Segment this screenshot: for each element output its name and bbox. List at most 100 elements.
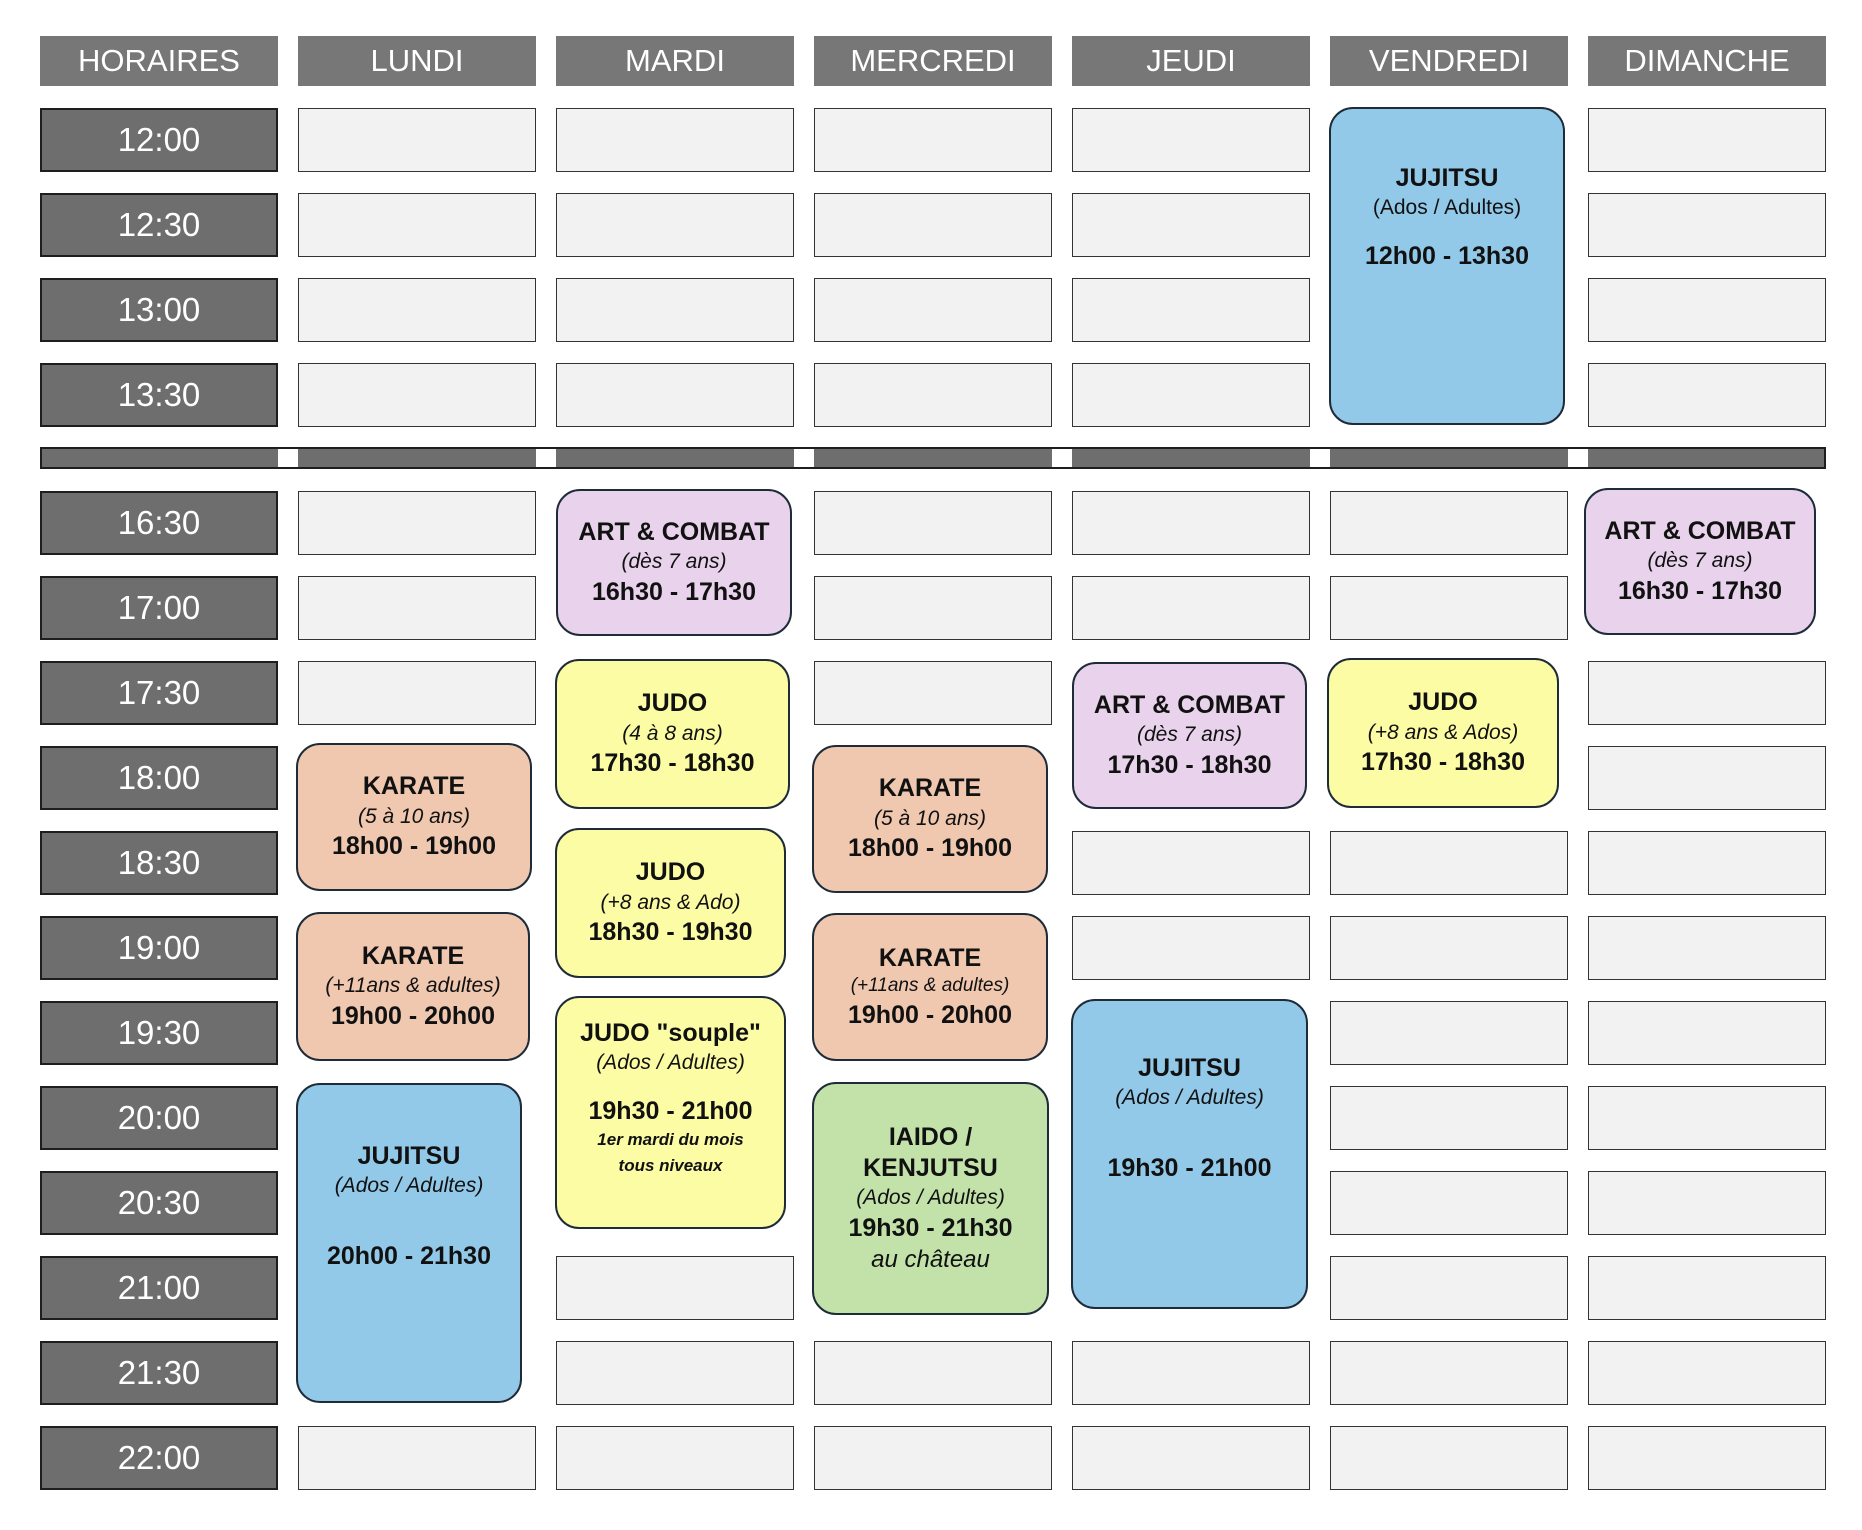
empty-slot — [1072, 108, 1310, 172]
empty-slot — [814, 491, 1052, 555]
empty-slot — [298, 193, 536, 257]
class-block-thu-jujitsu[interactable]: JUJITSU (Ados / Adultes) 19h30 - 21h00 — [1071, 999, 1308, 1309]
empty-slot — [1588, 278, 1826, 342]
empty-slot — [1588, 108, 1826, 172]
class-block-wed-iaido-kenjutsu[interactable]: IAIDO / KENJUTSU (Ados / Adultes) 19h30 … — [812, 1082, 1049, 1315]
class-hours: 19h30 - 21h30 — [848, 1213, 1013, 1242]
class-hours: 17h30 - 18h30 — [1107, 750, 1272, 779]
break-separator — [40, 447, 1826, 469]
empty-slot — [1072, 491, 1310, 555]
class-audience: (+11ans & adultes) — [325, 974, 501, 998]
empty-slot — [1330, 1001, 1568, 1065]
class-block-tue-art-combat[interactable]: ART & COMBAT (dès 7 ans) 16h30 - 17h30 — [556, 489, 792, 636]
class-title: KENJUTSU — [863, 1154, 998, 1182]
separator-gap — [794, 449, 814, 467]
empty-slot — [556, 363, 794, 427]
empty-slot — [1330, 1426, 1568, 1490]
class-title: JUJITSU — [357, 1142, 461, 1170]
class-audience: (4 à 8 ans) — [622, 721, 723, 745]
class-block-mon-karate-kids[interactable]: KARATE (5 à 10 ans) 18h00 - 19h00 — [296, 743, 532, 891]
class-audience: (+8 ans & Ado) — [600, 890, 741, 914]
time-1330: 13:30 — [40, 363, 278, 427]
class-title: ART & COMBAT — [578, 517, 770, 546]
empty-slot — [298, 576, 536, 640]
empty-slot — [814, 576, 1052, 640]
header-jeudi: JEUDI — [1072, 36, 1310, 86]
class-title: JUJITSU — [1138, 1054, 1241, 1082]
empty-slot — [556, 108, 794, 172]
class-block-mon-jujitsu[interactable]: JUJITSU (Ados / Adultes) 20h00 - 21h30 — [296, 1083, 522, 1403]
header-dimanche: DIMANCHE — [1588, 36, 1826, 86]
empty-slot — [1588, 193, 1826, 257]
empty-slot — [814, 108, 1052, 172]
empty-slot — [1330, 1256, 1568, 1320]
separator-gap — [278, 449, 298, 467]
empty-slot — [1588, 916, 1826, 980]
empty-slot — [814, 278, 1052, 342]
class-block-fri-jujitsu[interactable]: JUJITSU (Ados / Adultes) 12h00 - 13h30 — [1329, 107, 1565, 425]
empty-slot — [298, 108, 536, 172]
time-2000: 20:00 — [40, 1086, 278, 1150]
class-block-tue-judo-teens[interactable]: JUDO (+8 ans & Ado) 18h30 - 19h30 — [555, 828, 786, 978]
empty-slot — [1588, 831, 1826, 895]
separator-gap — [536, 449, 556, 467]
time-1900: 19:00 — [40, 916, 278, 980]
class-hours: 19h00 - 20h00 — [331, 1001, 495, 1030]
empty-slot — [298, 661, 536, 725]
class-title: JUDO — [1408, 688, 1478, 717]
empty-slot — [1588, 363, 1826, 427]
class-title: ART & COMBAT — [1093, 690, 1286, 719]
class-block-tue-judo-kids[interactable]: JUDO (4 à 8 ans) 17h30 - 18h30 — [555, 659, 790, 809]
time-1300: 13:00 — [40, 278, 278, 342]
class-block-tue-judo-souple[interactable]: JUDO "souple" (Ados / Adultes) 19h30 - 2… — [555, 996, 786, 1229]
class-audience: (Ados / Adultes) — [596, 1051, 745, 1075]
class-title: JUJITSU — [1395, 164, 1499, 192]
separator-gap — [1052, 449, 1072, 467]
empty-slot — [1072, 916, 1310, 980]
class-location: au château — [871, 1246, 990, 1274]
class-hours: 18h00 - 19h00 — [332, 832, 496, 861]
class-hours: 18h30 - 19h30 — [588, 918, 753, 947]
empty-slot — [556, 1426, 794, 1490]
class-title: KARATE — [878, 943, 982, 972]
empty-slot — [1588, 1086, 1826, 1150]
class-audience: (5 à 10 ans) — [357, 804, 471, 828]
class-audience: (dès 7 ans) — [621, 550, 727, 574]
time-1630: 16:30 — [40, 491, 278, 555]
empty-slot — [556, 1256, 794, 1320]
class-block-wed-karate-kids[interactable]: KARATE (5 à 10 ans) 18h00 - 19h00 — [812, 745, 1048, 893]
class-block-wed-karate-adults[interactable]: KARATE (+11ans & adultes) 19h00 - 20h00 — [812, 913, 1048, 1061]
separator-gap — [1568, 449, 1588, 467]
class-block-sun-art-combat[interactable]: ART & COMBAT (dès 7 ans) 16h30 - 17h30 — [1584, 488, 1816, 635]
time-2130: 21:30 — [40, 1341, 278, 1405]
class-note: tous niveaux — [618, 1155, 723, 1175]
time-1830: 18:30 — [40, 831, 278, 895]
class-hours: 16h30 - 17h30 — [1618, 576, 1782, 605]
class-audience: (Ados / Adultes) — [334, 1174, 484, 1198]
class-title: KARATE — [878, 774, 982, 803]
class-audience: (Ados / Adultes) — [1115, 1086, 1264, 1110]
header-vendredi: VENDREDI — [1330, 36, 1568, 86]
empty-slot — [1330, 1086, 1568, 1150]
empty-slot — [1072, 193, 1310, 257]
time-1730: 17:30 — [40, 661, 278, 725]
class-audience: (dès 7 ans) — [1647, 549, 1753, 573]
empty-slot — [814, 1341, 1052, 1405]
class-block-mon-karate-adults[interactable]: KARATE (+11ans & adultes) 19h00 - 20h00 — [296, 912, 530, 1061]
time-1200: 12:00 — [40, 108, 278, 172]
class-hours: 19h00 - 20h00 — [848, 1000, 1012, 1029]
class-title: IAIDO / — [888, 1122, 973, 1151]
class-audience: (Ados / Adultes) — [1372, 196, 1522, 220]
class-hours: 20h00 - 21h30 — [327, 1241, 491, 1270]
class-block-fri-judo[interactable]: JUDO (+8 ans & Ados) 17h30 - 18h30 — [1327, 658, 1559, 808]
class-block-thu-art-combat[interactable]: ART & COMBAT (dès 7 ans) 17h30 - 18h30 — [1072, 662, 1307, 809]
class-title: JUDO "souple" — [580, 1019, 761, 1047]
time-2100: 21:00 — [40, 1256, 278, 1320]
class-audience: (+8 ans & Ados) — [1367, 720, 1519, 744]
empty-slot — [1588, 1341, 1826, 1405]
empty-slot — [556, 193, 794, 257]
empty-slot — [814, 193, 1052, 257]
class-title: ART & COMBAT — [1604, 516, 1796, 545]
class-audience: (Ados / Adultes) — [856, 1186, 1005, 1210]
